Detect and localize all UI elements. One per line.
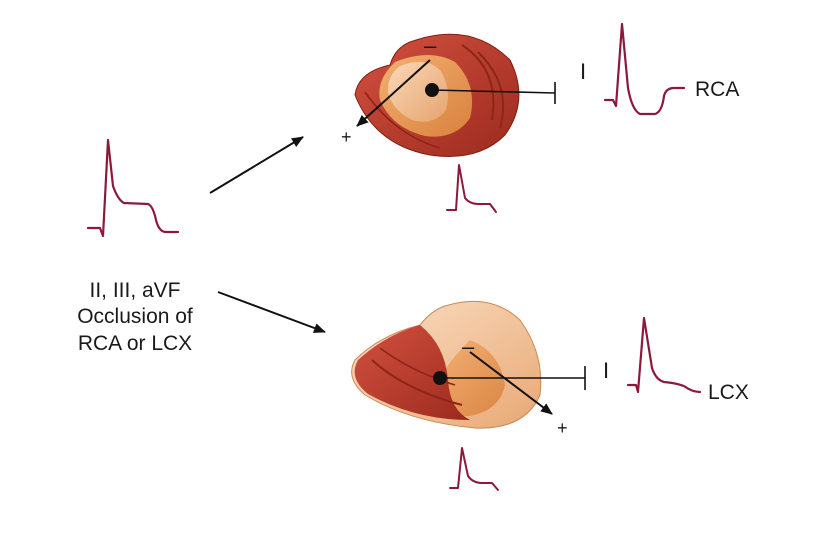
heart-lcx-red-wedge [354,325,470,420]
rca-lead-label: I [580,59,587,84]
heart-rca-fiber-3 [364,91,441,149]
ecg-trace-inferior [86,138,180,238]
heart-rca-tan-wedge [387,61,448,122]
arrow-to-lcx [217,291,326,333]
arrow-to-rca [209,136,304,194]
ecg-trace-lcx-lead-i [626,316,702,394]
caption-line-3: RCA or LCX [77,331,193,355]
caption-line-1: II, III, aVF [89,279,181,302]
rca-artery-label: RCA [695,78,740,101]
heart-lcx-fiber-1 [371,359,463,406]
rca-positive-sign: + [341,127,352,147]
heart-rca-fiber-2 [477,51,505,129]
inferior-leads-caption: II, III, aVF Occlusion of RCA or LCX [50,278,220,357]
lcx-negative-sign: – [462,334,475,359]
ecg-trace-lcx-small [449,447,499,491]
lead-line-rca [431,89,556,94]
vector-rca [356,59,431,127]
ecg-trace-rca-small [446,164,497,213]
rca-negative-sign: – [424,33,437,58]
ecg-trace-rca-lead-i [603,22,686,116]
lcx-lead-label: I [603,358,610,383]
lcx-artery-label: LCX [708,381,749,404]
caption-line-2: Occlusion of [77,305,193,329]
heart-rca-fiber-1 [461,44,495,121]
heart-lcx [351,300,542,429]
heart-lcx-fiber-2 [379,347,456,386]
heart-rca [354,33,520,157]
lcx-positive-sign: + [557,418,568,438]
vector-lcx [469,351,553,415]
